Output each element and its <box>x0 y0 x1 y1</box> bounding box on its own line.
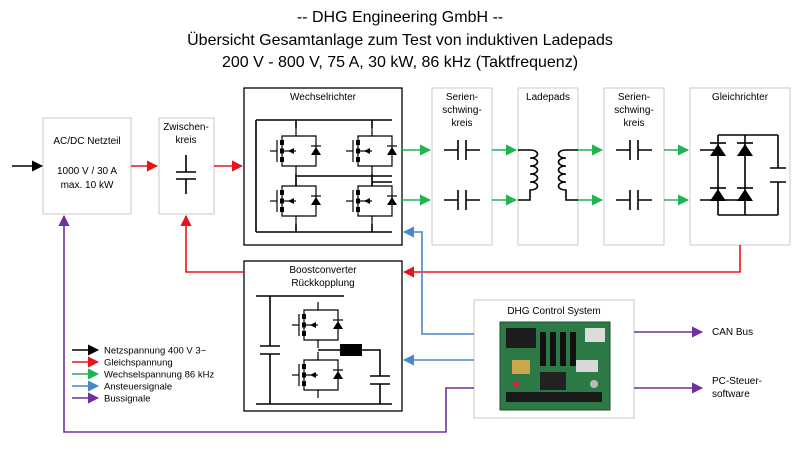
coupled-coils-icon <box>518 149 578 201</box>
acdc-spec-2: max. 10 kW <box>61 180 114 191</box>
acdc-netzteil-block: AC/DC Netzteil 1000 V / 30 A max. 10 kW <box>42 117 132 215</box>
gleichrichter-block: Gleichrichter <box>689 87 791 246</box>
boost-circuit-icon <box>256 295 392 405</box>
serienschwingkreis-2-block: Serien- schwing- kreis <box>603 87 665 246</box>
acdc-spec-1: 1000 V / 30 A <box>57 166 117 177</box>
title-line-1: -- DHG Engineering GmbH -- <box>297 9 503 26</box>
title-line-2: Übersicht Gesamtanlage zum Test von indu… <box>187 31 613 49</box>
serien1-label-3: kreis <box>451 118 472 129</box>
acdc-title: AC/DC Netzteil <box>53 136 120 147</box>
arrow-control-to-wechselrichter <box>402 226 474 335</box>
wechselrichter-title: Wechselrichter <box>290 92 357 103</box>
boostconverter-block: Boostconverter Rückkopplung <box>243 260 403 412</box>
boost-label-2: Rückkopplung <box>291 278 354 289</box>
zwischenkreis-label-2: kreis <box>175 135 196 146</box>
arrow-dc-rectifier-to-boost <box>402 245 741 278</box>
zwischenkreis-block: Zwischen- kreis <box>158 117 215 215</box>
rectifier-bridge-icon <box>700 134 786 216</box>
legend-label: Gleichspannung <box>104 358 173 369</box>
control-system-title: DHG Control System <box>507 306 600 317</box>
control-system-block: DHG Control System <box>473 299 635 419</box>
arrow-dc-boost-to-zwischenkreis <box>180 214 244 273</box>
gleichrichter-title: Gleichrichter <box>712 92 769 103</box>
serien1-label-2: schwing- <box>442 105 481 116</box>
legend-label: Bussignale <box>104 394 150 405</box>
legend-label: Wechselspannung 86 kHz <box>104 370 214 381</box>
pc-software-label-1: PC-Steuer- <box>712 376 762 387</box>
legend-label: Netzspannung 400 V 3~ <box>104 346 207 357</box>
serien2-label-2: schwing- <box>614 105 653 116</box>
legend: Netzspannung 400 V 3~GleichspannungWechs… <box>72 344 214 405</box>
inverter-bridge-icon <box>255 119 398 233</box>
can-bus-label: CAN Bus <box>712 327 753 338</box>
arrow-bus-to-acdc <box>58 214 474 433</box>
ladepads-block: Ladepads <box>517 87 579 246</box>
serien2-label-1: Serien- <box>618 92 650 103</box>
pc-software-label-2: software <box>712 389 750 400</box>
pcb-photo-icon <box>499 321 611 411</box>
wechselrichter-block: Wechselrichter <box>243 87 403 246</box>
title-line-3: 200 V - 800 V, 75 A, 30 kW, 86 kHz (Takt… <box>222 54 578 71</box>
dc-link-capacitor-icon <box>176 155 196 194</box>
zwischenkreis-label-1: Zwischen- <box>163 122 209 133</box>
legend-label: Ansteuersignale <box>104 382 172 393</box>
serien2-label-3: kreis <box>623 118 644 129</box>
boost-label-1: Boostconverter <box>289 265 357 276</box>
serienschwingkreis-1-block: Serien- schwing- kreis <box>431 87 493 246</box>
serien1-label-1: Serien- <box>446 92 478 103</box>
ladepads-title: Ladepads <box>526 92 570 103</box>
